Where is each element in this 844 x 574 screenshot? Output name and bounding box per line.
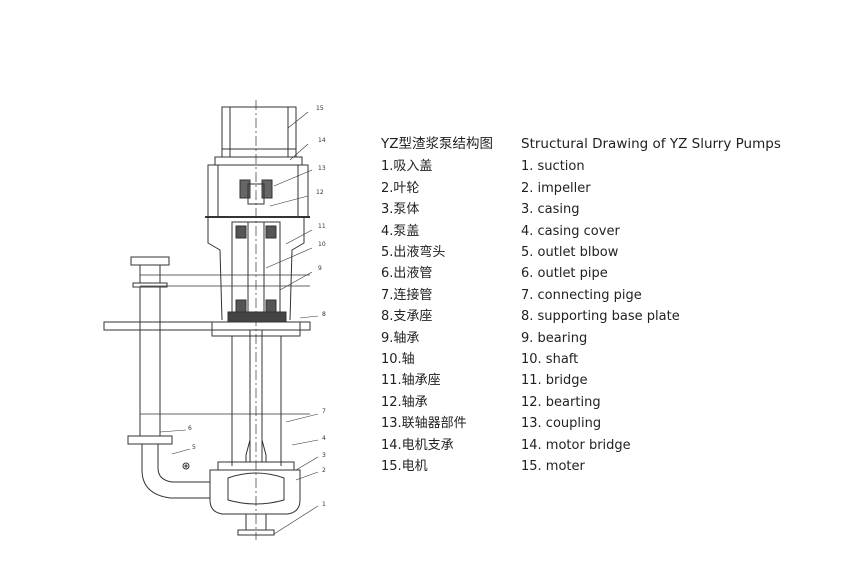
legend-en-item: 14. motor bridge: [521, 437, 631, 453]
legend-en-item: 6. outlet pipe: [521, 266, 608, 282]
legend-en-item: 4. casing cover: [521, 223, 620, 239]
legend-en-item: 8. supporting base plate: [521, 309, 680, 325]
legend-cn-item: 11.轴承座: [381, 373, 441, 389]
legend-en-item: 12. bearting: [521, 394, 601, 410]
legend-cn-item: 5.出液弯头: [381, 245, 446, 261]
callout-2: 2: [322, 467, 326, 474]
callout-10: 10: [318, 241, 326, 248]
legend-cn-item: 9.轴承: [381, 330, 420, 346]
legend-cn-item: 14.电机支承: [381, 437, 454, 453]
legend-cn-item: 8.支承座: [381, 309, 433, 325]
legend-en-item: 5. outlet blbow: [521, 245, 619, 261]
legend-en-item: 9. bearing: [521, 330, 588, 346]
leader-lines: [159, 111, 319, 535]
legend-cn-item: 3.泵体: [381, 202, 420, 218]
legend-en-item: 1. suction: [521, 159, 585, 175]
legend-en-header: Structural Drawing of YZ Slurry Pumps: [521, 136, 781, 152]
legend-en-item: 10. shaft: [521, 352, 579, 368]
callout-7: 7: [322, 408, 326, 415]
legend-cn-item: 6.出液管: [381, 266, 433, 282]
callout-13: 13: [318, 165, 326, 172]
legend-cn-item: 7.连接管: [381, 287, 433, 303]
motor: [214, 106, 303, 166]
callout-numbers: 15 14 13 12 11 10 9 8 7 6 5 4 3 2 1: [188, 105, 326, 508]
legend-en-item: 13. coupling: [521, 416, 602, 432]
motor-bridge: [205, 164, 310, 218]
legend-en-item: 3. casing: [521, 202, 580, 218]
legend-cn-item: 15.电机: [381, 459, 428, 475]
connecting-pipe: [231, 330, 282, 466]
callout-9: 9: [318, 265, 322, 272]
callout-1: 1: [322, 501, 326, 508]
legend-english: Structural Drawing of YZ Slurry Pumps 1.…: [521, 134, 781, 478]
callout-3: 3: [322, 452, 326, 459]
legend-cn-item: 1.吸入盖: [381, 159, 433, 175]
callout-4: 4: [322, 435, 326, 442]
callout-5: 5: [192, 444, 196, 451]
callout-14: 14: [318, 137, 326, 144]
callout-8: 8: [322, 311, 326, 318]
callout-11: 11: [318, 223, 326, 230]
legend-en-item: 15. moter: [521, 459, 585, 475]
legend-cn-item: 10.轴: [381, 352, 415, 368]
legend-cn-header: YZ型渣浆泵结构图: [381, 136, 493, 152]
bearing-housing: [207, 217, 305, 321]
outlet-pipe: [127, 256, 210, 499]
callout-15: 15: [316, 105, 324, 112]
base-plate: [103, 311, 311, 337]
legend-en-item: 7. connecting pige: [521, 287, 642, 303]
callout-12: 12: [316, 189, 324, 196]
legend-en-item: 2. impeller: [521, 180, 591, 196]
callout-6: 6: [188, 425, 192, 432]
legend-en-item: 11. bridge: [521, 373, 588, 389]
legend-cn-item: 4.泵盖: [381, 223, 420, 239]
legend-cn-item: 13.联轴器部件: [381, 416, 467, 432]
legend-cn-item: 2.叶轮: [381, 180, 420, 196]
legend-cn-item: 12.轴承: [381, 394, 428, 410]
legend-chinese: YZ型渣浆泵结构图 1.吸入盖 2.叶轮 3.泵体 4.泵盖 5.出液弯头 6.…: [381, 134, 493, 478]
pump-casing: [182, 461, 301, 536]
